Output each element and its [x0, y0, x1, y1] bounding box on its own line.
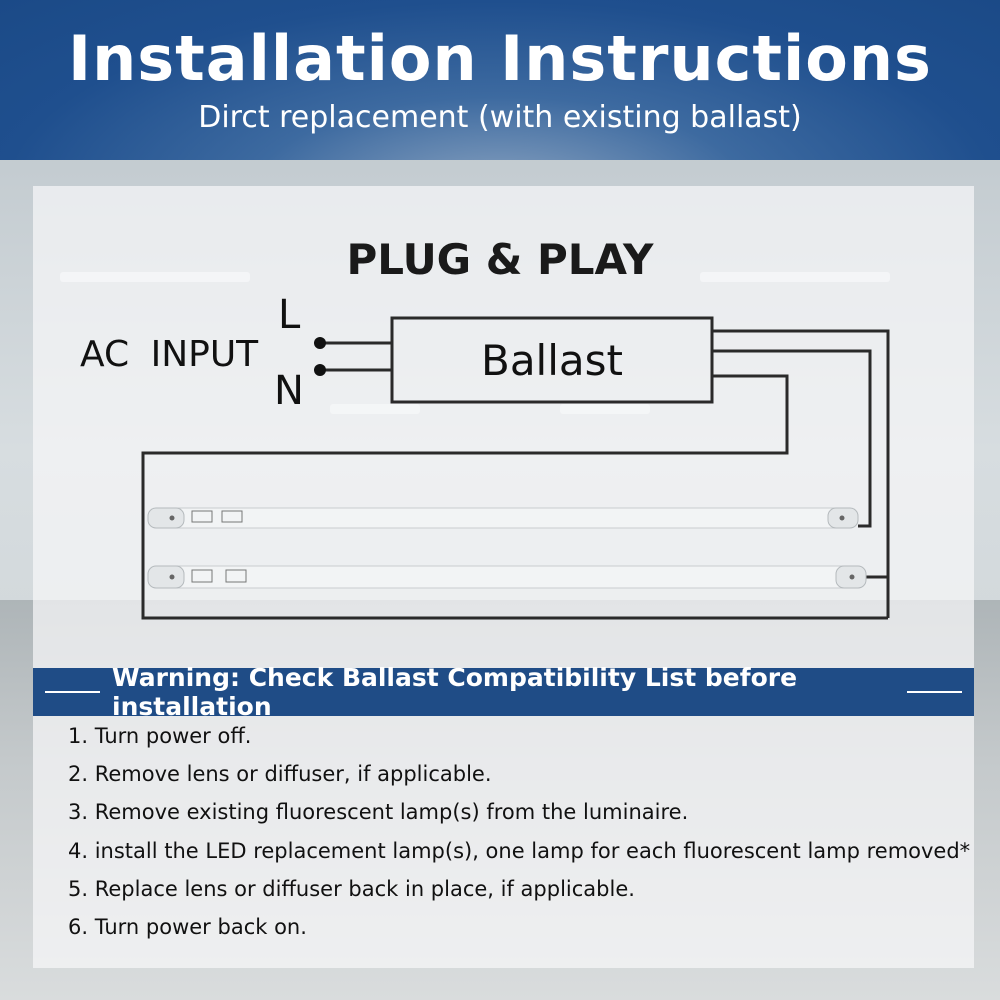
ballast-box	[390, 316, 714, 404]
ballast-label: Ballast	[481, 335, 623, 385]
step-item: 2. Remove lens or diffuser, if applicabl…	[68, 762, 492, 787]
step-item: 6. Turn power back on.	[68, 914, 307, 939]
ac-input-label: AC INPUT	[80, 334, 259, 375]
led-tube-bottom	[147, 565, 867, 589]
warning-divider-left	[45, 691, 101, 693]
neutral-terminal-dot	[314, 364, 326, 376]
header-banner: Installation Instructions Dirct replacem…	[0, 0, 1000, 160]
ballast-wire-3	[141, 374, 888, 620]
step-item: 3. Remove existing fluorescent lamp(s) f…	[68, 800, 689, 825]
line-terminal-dot	[314, 337, 326, 349]
instruction-steps: 1. Turn power off. 2. Remove lens or dif…	[68, 722, 970, 951]
line-label: L	[278, 292, 301, 338]
page-title: Installation Instructions	[68, 22, 932, 95]
ballast-wire-1	[712, 329, 890, 618]
diagram-heading: PLUG & PLAY	[346, 235, 654, 284]
step-item: 5. Replace lens or diffuser back in plac…	[68, 876, 635, 901]
page-subtitle: Dirct replacement (with existing ballast…	[198, 100, 802, 135]
ballast-wire-2	[712, 349, 872, 528]
step-item: 1. Turn power off.	[68, 724, 252, 748]
warning-divider-right	[906, 691, 962, 693]
led-tube-top	[147, 507, 859, 529]
warning-bar: Warning: Check Ballast Compatibility Lis…	[33, 663, 974, 721]
warning-text: Warning: Check Ballast Compatibility Lis…	[112, 663, 798, 721]
step-item: 4. install the LED replacement lamp(s), …	[68, 838, 971, 863]
neutral-label: N	[274, 368, 304, 414]
